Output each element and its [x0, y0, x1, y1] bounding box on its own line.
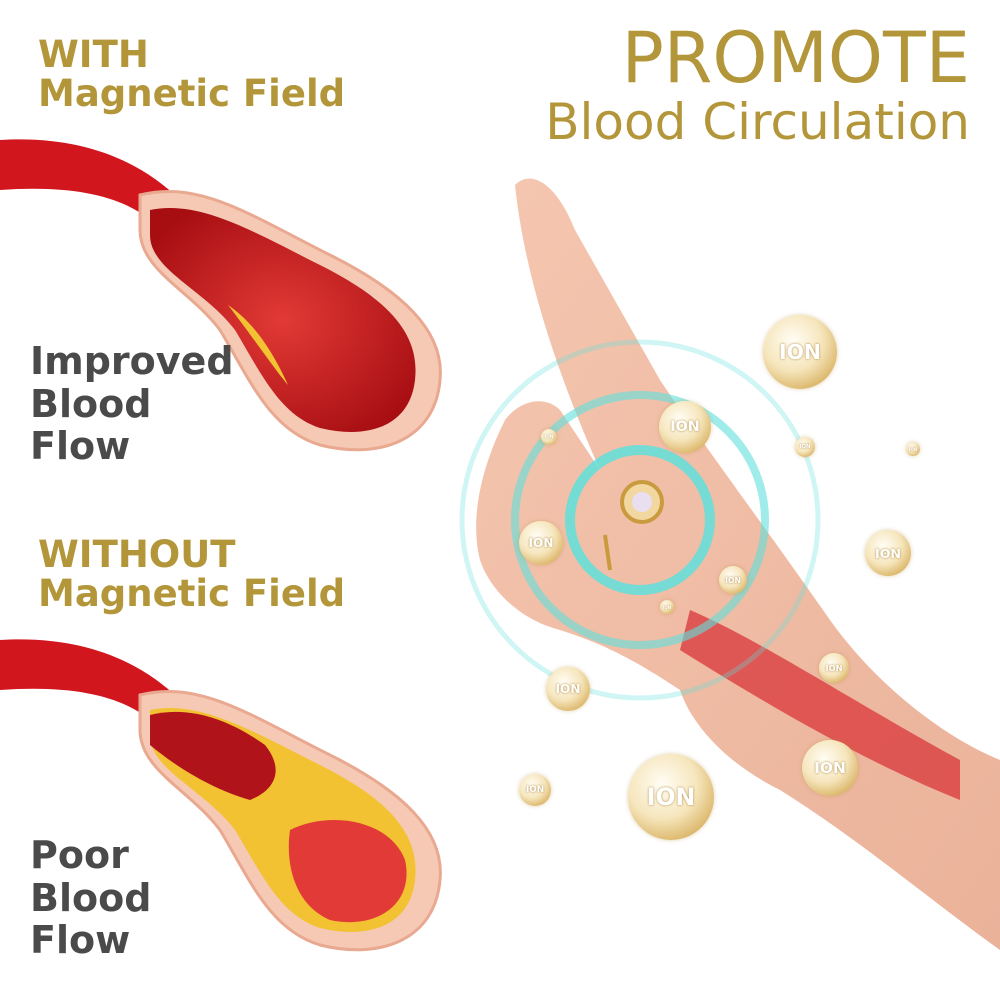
ion-bubble: ION [906, 442, 920, 456]
ion-bubble: ION [763, 315, 837, 389]
magnetic-field-rings [459, 339, 821, 701]
hand-with-ring-illustration [476, 178, 1000, 950]
clogged-vessel-illustration [0, 639, 442, 952]
improved-line2: Blood [30, 381, 152, 426]
without-magnetic-field-label: Magnetic Field [38, 571, 346, 615]
poor-line3: Flow [30, 918, 131, 963]
ion-bubble: ION [541, 429, 557, 445]
ion-bubble: ION [719, 566, 747, 594]
ion-bubble: ION [659, 401, 711, 453]
ion-bubble: ION [819, 653, 849, 683]
without-heading: WITHOUT Magnetic Field [38, 533, 346, 615]
ion-bubble: ION [546, 667, 590, 711]
ion-bubble: ION [628, 754, 714, 840]
ion-bubble: ION [519, 774, 551, 806]
with-magnetic-field-label: Magnetic Field [38, 71, 346, 115]
improved-line3: Flow [30, 424, 131, 469]
headline-subtitle: Blood Circulation [545, 92, 970, 151]
with-label: WITH [38, 33, 149, 76]
ion-bubble: ION [795, 437, 815, 457]
ion-bubble: ION [660, 600, 674, 614]
with-heading: WITH Magnetic Field [38, 33, 346, 115]
without-label: WITHOUT [38, 533, 236, 576]
healthy-vessel-illustration [0, 139, 442, 452]
ion-bubble: ION [802, 740, 858, 796]
improved-line1: Improved [30, 339, 234, 383]
improved-flow-caption: Improved Blood Flow [30, 340, 234, 468]
ion-bubble: ION [519, 521, 563, 565]
ion-bubble: ION [865, 530, 911, 576]
headline: PROMOTE Blood Circulation [545, 17, 970, 151]
headline-title: PROMOTE [621, 17, 970, 99]
poor-flow-caption: Poor Blood Flow [30, 834, 151, 962]
poor-line2: Blood [30, 875, 152, 920]
poor-line1: Poor [30, 833, 129, 877]
